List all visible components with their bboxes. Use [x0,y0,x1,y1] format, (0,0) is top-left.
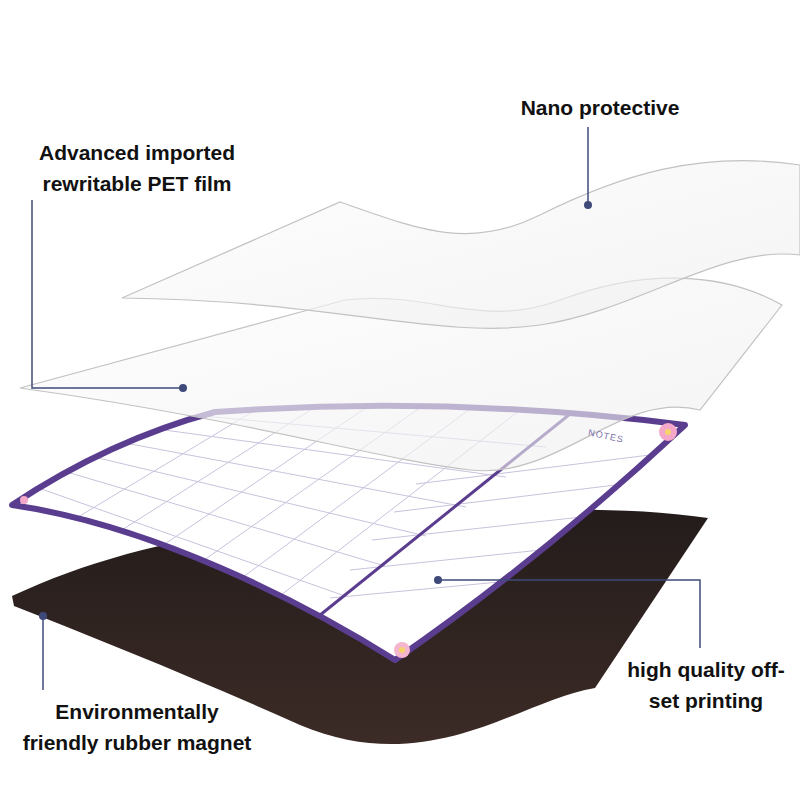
flower [394,642,410,658]
leader-dot [39,612,47,620]
flower-decoration [20,423,677,658]
flower-center [665,429,671,435]
leader-dot [179,384,187,392]
callout-label: Nano protective [450,92,750,123]
leader-line [438,580,700,648]
callout-label: high quality off-set printing [616,654,796,716]
leader-dot [584,201,592,209]
calendar-heading: NOTES [576,425,637,448]
leader-dot [434,576,442,584]
flower-center [399,647,405,653]
leader-line [42,616,44,690]
leader-line [587,127,589,205]
callout-label: Environmentally friendly rubber magnet [16,696,258,758]
flower [659,423,677,441]
leader-line [32,200,183,388]
callout-label: Advanced imported rewritable PET film [17,137,257,199]
flower [20,496,28,504]
grid-line [60,470,385,566]
